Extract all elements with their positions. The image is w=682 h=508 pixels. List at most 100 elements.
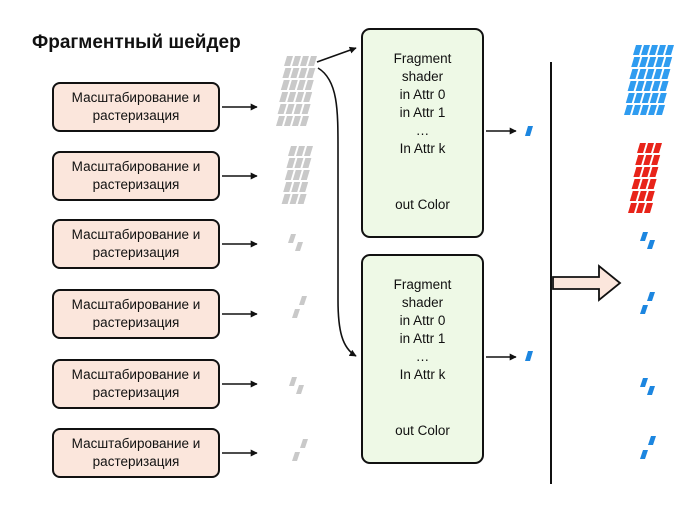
fragment-tile — [283, 182, 293, 192]
result-fragment — [636, 203, 645, 213]
fragment-tile — [284, 116, 293, 126]
result-fragment — [637, 143, 646, 153]
fragment-tile — [288, 80, 298, 90]
stage-label-line1: Масштабирование и — [71, 90, 201, 105]
fragment-tile — [285, 104, 295, 114]
shader-output-label: out Color — [395, 423, 450, 438]
fragment-tile — [282, 68, 292, 78]
fragment-tile — [303, 92, 313, 102]
diagram-title: Фрагментный шейдер — [32, 32, 241, 53]
stage-arrows — [222, 103, 258, 457]
arrow-icon — [316, 46, 357, 63]
fragment-tile — [276, 116, 285, 126]
fragment-tile — [295, 242, 303, 251]
result-fragment — [633, 93, 643, 103]
fragment-tile — [277, 104, 287, 114]
fragment-tile — [288, 234, 296, 243]
fragment-tile — [308, 56, 317, 66]
raster-stage-4: Масштабирование и растеризация — [52, 289, 220, 339]
fragment-tile — [300, 56, 309, 66]
shader-line: In Attr k — [399, 141, 446, 156]
fragment-tile — [296, 385, 304, 394]
result-fragment — [635, 81, 645, 91]
shader-line: shader — [401, 69, 444, 84]
result-fragment — [663, 57, 673, 67]
stage-label-line1: Масштабирование и — [71, 367, 201, 382]
result-fragment — [629, 69, 639, 79]
fragment-tile — [281, 194, 291, 204]
result-fragment — [657, 45, 666, 55]
result-fragment — [640, 450, 648, 459]
fragment-tile — [286, 158, 296, 168]
fragment-tile — [292, 56, 301, 66]
result-fragment — [647, 292, 655, 301]
fragment-tile — [300, 170, 310, 180]
shader-output-arrows — [486, 127, 517, 361]
result-fragment — [629, 191, 639, 201]
result-fragment — [637, 69, 647, 79]
fragment-tile — [301, 104, 311, 114]
result-fragment — [641, 45, 650, 55]
result-fragment — [637, 191, 647, 201]
result-fragment — [645, 143, 654, 153]
result-fragment — [641, 167, 651, 177]
result-fragment — [653, 143, 662, 153]
fragment-tile — [299, 182, 309, 192]
fragment-tile — [306, 68, 316, 78]
fragment-tile — [304, 146, 313, 156]
result-fragment — [644, 203, 653, 213]
result-fragment — [647, 179, 657, 189]
result-fragment — [639, 57, 649, 67]
curved-arrow-icon — [317, 67, 357, 357]
fragment-tile — [292, 309, 300, 318]
result-fragment — [665, 45, 674, 55]
fragment-tile — [292, 116, 301, 126]
raster-stage-3: Масштабирование и растеризация — [52, 219, 220, 269]
result-fragment — [639, 179, 649, 189]
fragment-tile — [302, 158, 312, 168]
stage-label-line1: Масштабирование и — [71, 227, 201, 242]
fragment-tile — [280, 80, 290, 90]
shader-line: … — [415, 349, 430, 364]
result-fragment — [647, 240, 655, 249]
fragment-tile — [296, 80, 306, 90]
fragment-tile — [290, 68, 300, 78]
output-fragment — [525, 351, 533, 361]
result-fragment — [628, 203, 637, 213]
shader-line: … — [415, 123, 430, 138]
fragment-tile — [289, 377, 297, 386]
result-fragment — [651, 81, 661, 91]
fragment-tile — [292, 452, 300, 461]
result-fragment — [645, 191, 655, 201]
fragment-tile — [299, 296, 307, 305]
fragment-tile — [304, 80, 314, 90]
result-fragment — [651, 155, 661, 165]
stage-label-line1: Масштабирование и — [71, 159, 201, 174]
fragment-tile — [298, 68, 308, 78]
fragment-tile — [300, 116, 309, 126]
fragment-tile — [297, 194, 307, 204]
result-fragment — [653, 69, 663, 79]
result-fragment — [625, 93, 635, 103]
fragment-tile — [289, 194, 299, 204]
shader-line: in Attr 0 — [399, 313, 446, 328]
shader-line: in Attr 1 — [399, 331, 446, 346]
fragment-tile — [288, 146, 297, 156]
result-fragment — [655, 57, 665, 67]
stage-label-line2: растеризация — [92, 454, 180, 469]
shader-line: shader — [401, 295, 444, 310]
result-fragment — [640, 105, 649, 115]
stage-label-line2: растеризация — [92, 315, 180, 330]
stage-label-line2: растеризация — [92, 245, 180, 260]
stage-label-line1: Масштабирование и — [71, 297, 201, 312]
result-fragment — [648, 436, 656, 445]
result-fragment — [648, 105, 657, 115]
fragment-clusters — [276, 45, 674, 461]
shader-line: Fragment — [393, 51, 452, 66]
fragment-tile — [291, 182, 301, 192]
result-arrow-icon — [552, 264, 622, 302]
result-fragment — [633, 167, 643, 177]
